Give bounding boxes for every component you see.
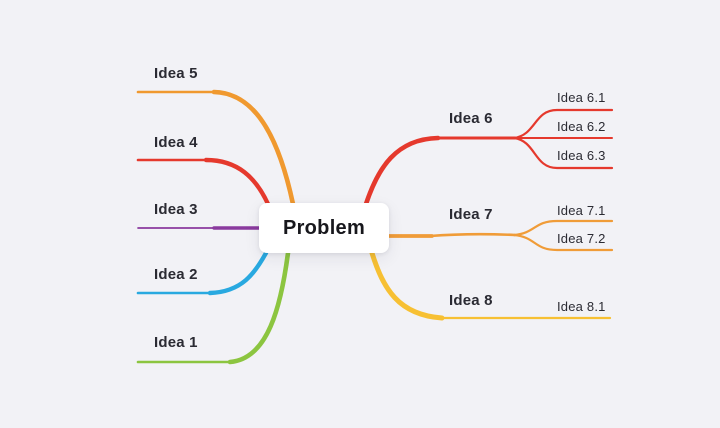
- branch-label-idea-5[interactable]: Idea 5: [154, 65, 198, 82]
- branch-line-idea4-curve: [203, 157, 271, 207]
- center-node-label: Problem: [282, 216, 366, 239]
- branch-label-idea-4[interactable]: Idea 4: [154, 134, 198, 151]
- branch-label-idea-7[interactable]: Idea 7: [449, 206, 493, 223]
- branch-label-idea-6[interactable]: Idea 6: [449, 110, 493, 127]
- subbranch-label-idea-7-2[interactable]: Idea 7.2: [557, 231, 606, 246]
- branch-line-idea5-curve: [211, 89, 296, 207]
- subbranch-label-idea-6-1[interactable]: Idea 6.1: [557, 90, 606, 105]
- branch-line-idea8-curve: [369, 250, 445, 321]
- branch-line-idea2-curve: [207, 250, 269, 296]
- center-node[interactable]: Problem: [259, 203, 389, 253]
- branch-line-idea7-2: [512, 233, 614, 252]
- branch-label-idea-8[interactable]: Idea 8: [449, 292, 493, 309]
- subbranch-label-idea-8-1[interactable]: Idea 8.1: [557, 299, 606, 314]
- branch-line-idea1-curve: [227, 250, 291, 365]
- subbranch-label-idea-6-2[interactable]: Idea 6.2: [557, 119, 606, 134]
- branch-line-idea6-1: [512, 108, 614, 140]
- subbranch-label-idea-7-1[interactable]: Idea 7.1: [557, 203, 606, 218]
- branch-label-idea-1[interactable]: Idea 1: [154, 334, 198, 351]
- branch-line-idea7-main: [428, 232, 517, 238]
- subbranch-label-idea-6-3[interactable]: Idea 6.3: [557, 148, 606, 163]
- branch-label-idea-2[interactable]: Idea 2: [154, 266, 198, 283]
- branch-label-idea-3[interactable]: Idea 3: [154, 201, 198, 218]
- branch-line-idea6-curve: [363, 135, 441, 207]
- branch-line-idea6-3: [512, 136, 614, 170]
- branch-line-idea7-1: [512, 219, 614, 237]
